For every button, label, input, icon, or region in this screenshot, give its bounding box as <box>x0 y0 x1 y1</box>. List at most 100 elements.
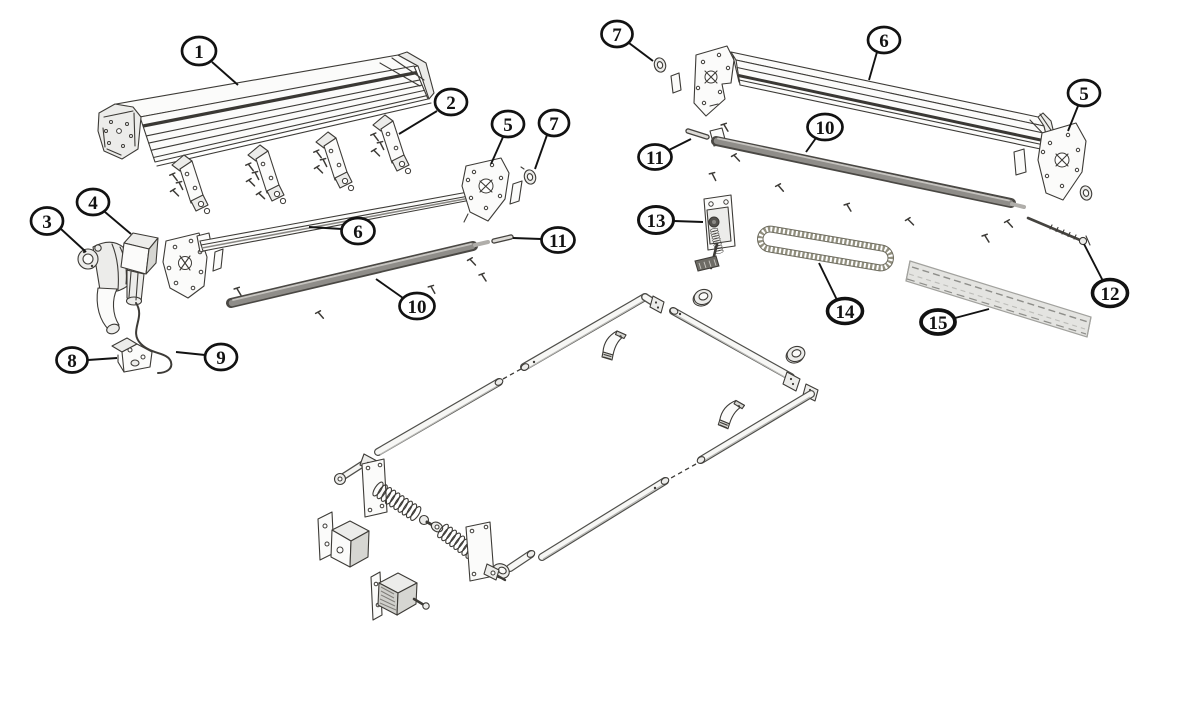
spacer-tab-left-2 <box>509 180 523 205</box>
callout-9: 9 <box>175 342 239 372</box>
callout-8-oval <box>55 346 89 374</box>
callout-7-left-oval <box>537 108 571 138</box>
frame-rail-bottom-right <box>492 383 819 579</box>
callout-10-right-oval <box>806 112 844 142</box>
callout-10-right-label: 10 <box>816 118 835 139</box>
callout-2: 2 <box>398 87 469 135</box>
grommet-left <box>523 169 537 185</box>
motor-mount-bracket <box>120 232 159 306</box>
inner-plate-right <box>693 45 735 117</box>
frame-assembly <box>317 286 819 621</box>
callout-6-left-oval <box>340 216 376 246</box>
screws-right <box>707 122 1014 243</box>
spring-assembly-2 <box>430 521 507 582</box>
spring-assembly-1 <box>361 458 436 528</box>
lock-mechanism <box>694 194 736 272</box>
callout-5-left-oval <box>490 109 526 139</box>
callout-15-oval <box>919 308 957 336</box>
callout-14-oval <box>825 296 865 326</box>
roller-ring <box>690 286 715 309</box>
callout-14: 14 <box>818 262 865 326</box>
callout-6-left-leader <box>308 226 343 230</box>
spacer-tab-right-2 <box>1013 148 1027 176</box>
cable-bracket <box>111 337 153 373</box>
callout-10-right: 10 <box>805 112 844 153</box>
callout-4-label: 4 <box>88 193 98 214</box>
callout-11-right-oval <box>637 143 673 171</box>
callout-11-left-oval <box>540 226 576 254</box>
callout-4-oval <box>75 187 111 217</box>
roller-tube-right <box>709 127 1026 209</box>
callout-15-label: 15 <box>929 313 948 334</box>
callout-12: 12 <box>1083 243 1130 309</box>
callout-10-left-leader <box>375 278 404 299</box>
callout-1-oval <box>180 35 218 67</box>
corner-box-bracket <box>317 511 370 568</box>
callout-11-left-leader <box>512 237 542 240</box>
callout-15: 15 <box>919 308 990 336</box>
chain-loop <box>757 225 894 272</box>
callout-10-left-oval <box>398 291 436 321</box>
callout-15-leader <box>954 308 990 319</box>
roller-tube-left <box>226 240 490 308</box>
callout-3: 3 <box>29 206 87 253</box>
callout-13-oval <box>637 205 675 235</box>
callout-11-left-label: 11 <box>549 231 567 252</box>
callout-6-left: 6 <box>308 216 376 246</box>
callout-4: 4 <box>75 187 132 235</box>
callout-5-right-leader <box>1067 105 1079 132</box>
callout-7-right-leader <box>628 42 654 62</box>
callout-7-left: 7 <box>534 108 571 170</box>
callout-6-right-label: 6 <box>879 31 889 52</box>
callout-7-left-label: 7 <box>549 114 559 135</box>
rail-clamp <box>601 330 627 361</box>
spacer-tab-right <box>670 72 682 94</box>
callout-12-label: 12 <box>1101 284 1120 305</box>
callout-10-left-label: 10 <box>408 297 427 318</box>
callout-8: 8 <box>55 346 118 374</box>
callout-14-label: 14 <box>836 302 856 323</box>
callout-7-right-oval <box>600 19 634 49</box>
callout-2-label: 2 <box>446 93 456 114</box>
callout-6-right-oval <box>866 25 902 55</box>
mounting-bracket <box>314 132 354 191</box>
callout-9-label: 9 <box>216 348 226 369</box>
callout-2-leader <box>398 110 438 135</box>
callout-7-right: 7 <box>600 19 654 62</box>
callout-13: 13 <box>637 205 704 235</box>
frame-rail-top-left <box>374 293 665 456</box>
rail-clamp <box>717 398 746 431</box>
callout-12-oval <box>1090 277 1130 309</box>
callout-12-leader <box>1083 243 1104 282</box>
grommet-end-right <box>1079 185 1093 201</box>
callout-11-left: 11 <box>512 226 576 254</box>
right-awning-assembly <box>653 45 1093 338</box>
callout-5-left-leader <box>490 136 504 165</box>
callout-9-oval <box>203 342 239 372</box>
end-pin-left <box>491 234 514 244</box>
callout-11-right: 11 <box>637 138 692 171</box>
grommet-left-tab <box>520 166 525 170</box>
callout-11-right-label: 11 <box>646 148 664 169</box>
grommet-right <box>653 57 667 73</box>
end-pin-right <box>685 128 710 140</box>
callout-3-oval <box>29 206 65 236</box>
callout-5-right: 5 <box>1066 78 1102 132</box>
spacer-tab-left <box>212 248 224 272</box>
power-cable <box>135 302 173 374</box>
mounting-bracket <box>170 155 210 214</box>
mounting-bracket <box>371 115 411 174</box>
callout-9-leader <box>175 351 206 356</box>
support-bar-left <box>196 191 472 253</box>
mounting-bracket <box>246 145 286 204</box>
callout-10-left: 10 <box>375 278 436 321</box>
callout-11-right-leader <box>668 138 692 151</box>
end-plate-left <box>461 157 510 223</box>
tension-rod <box>1026 216 1091 246</box>
callout-1-label: 1 <box>194 42 204 63</box>
callout-8-label: 8 <box>67 351 77 372</box>
callout-3-label: 3 <box>42 212 52 233</box>
